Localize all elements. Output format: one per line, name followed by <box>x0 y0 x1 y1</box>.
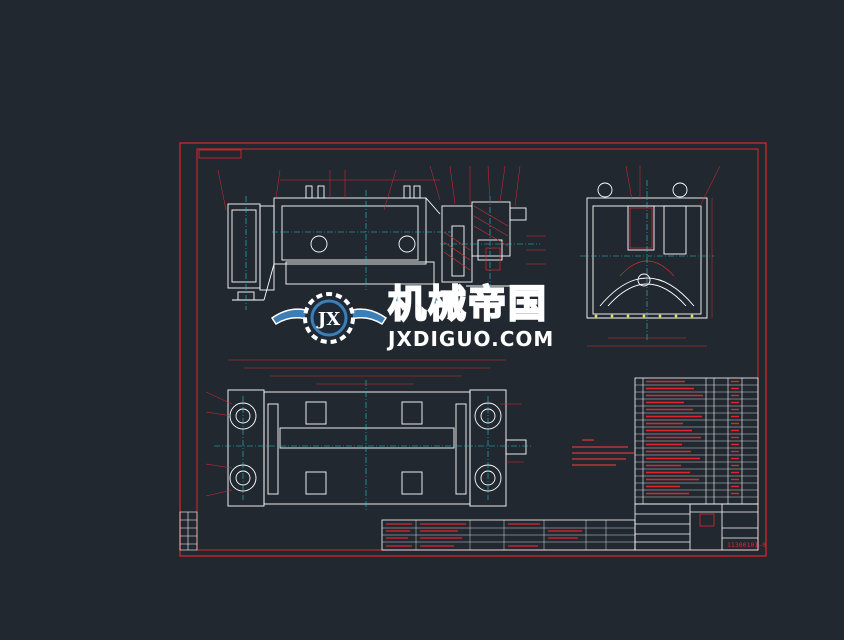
plan-view <box>205 359 532 512</box>
side-view <box>580 165 721 347</box>
drawing-number: 11300101-0 <box>727 541 766 549</box>
binding-margin-block <box>179 511 198 551</box>
front-view <box>217 165 546 310</box>
parts-list-table <box>634 377 759 505</box>
watermark-site-text: JXDIGUO.COM <box>388 327 555 351</box>
watermark-chinese-text: 机械帝国 <box>387 282 549 326</box>
logo-letters: JX <box>316 309 341 330</box>
jxdiguo-watermark: JX 机械帝国 JXDIGUO.COM <box>270 282 580 354</box>
technical-notes <box>572 439 634 466</box>
revision-table <box>381 519 636 551</box>
winged-gear-logo-icon: JX <box>270 292 388 344</box>
